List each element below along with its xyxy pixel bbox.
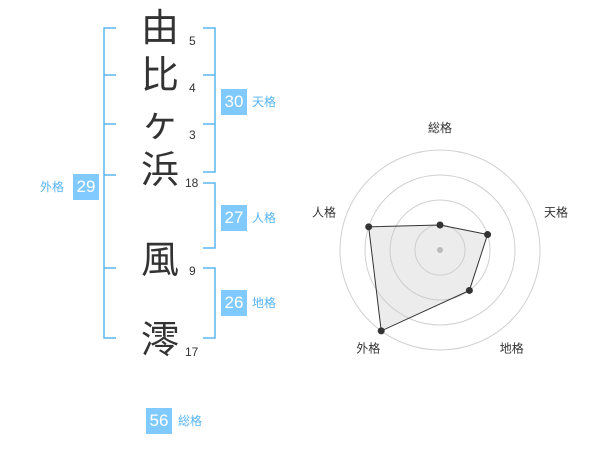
- name-char-4: 浜: [140, 148, 179, 192]
- radar-grid-ring-3: [364, 174, 516, 326]
- radar-center-point: [437, 247, 443, 253]
- jinkaku-label: 人格: [252, 211, 277, 225]
- radar-point-4: [377, 327, 385, 335]
- name-char-1: 由: [140, 6, 179, 50]
- radar-point-2: [484, 231, 492, 239]
- stroke-count-1: 5: [189, 34, 196, 48]
- jinkaku-badge: 27: [221, 205, 247, 231]
- radar-grid-ring-4: [339, 149, 541, 351]
- radar-axis-label-3: 地格: [500, 341, 524, 356]
- name-char-3: ヶ: [140, 101, 179, 145]
- radar-axis-label-1: 総格: [428, 120, 452, 135]
- soukaku-badge: 56: [146, 408, 172, 434]
- stroke-count-5: 9: [189, 264, 196, 278]
- radar-point-1: [436, 221, 444, 229]
- name-char-5: 風: [140, 238, 179, 282]
- stroke-count-6: 17: [185, 345, 199, 359]
- stroke-count-3: 3: [189, 128, 196, 142]
- radar-point-5: [365, 223, 373, 231]
- radar-axis-label-2: 天格: [544, 204, 568, 219]
- stroke-count-2: 4: [189, 81, 196, 95]
- radar-grid-ring-2: [389, 199, 491, 301]
- radar-point-3: [465, 286, 473, 294]
- stroke-count-4: 18: [185, 176, 199, 190]
- soukaku-label: 総格: [178, 414, 203, 428]
- chikaku-label: 地格: [252, 296, 277, 310]
- radar-axis-label-5: 人格: [312, 204, 336, 219]
- radar-axis-label-4: 外格: [356, 341, 380, 356]
- tenkaku-label: 天格: [252, 95, 277, 109]
- gaikaku-badge: 29: [73, 174, 99, 200]
- gaikaku-label: 外格: [40, 180, 65, 194]
- name-char-2: 比: [140, 53, 179, 97]
- name-char-6: 澪: [140, 318, 179, 362]
- radar-area: [368, 224, 489, 332]
- tenkaku-badge: 30: [221, 89, 247, 115]
- chikaku-badge: 26: [221, 290, 247, 316]
